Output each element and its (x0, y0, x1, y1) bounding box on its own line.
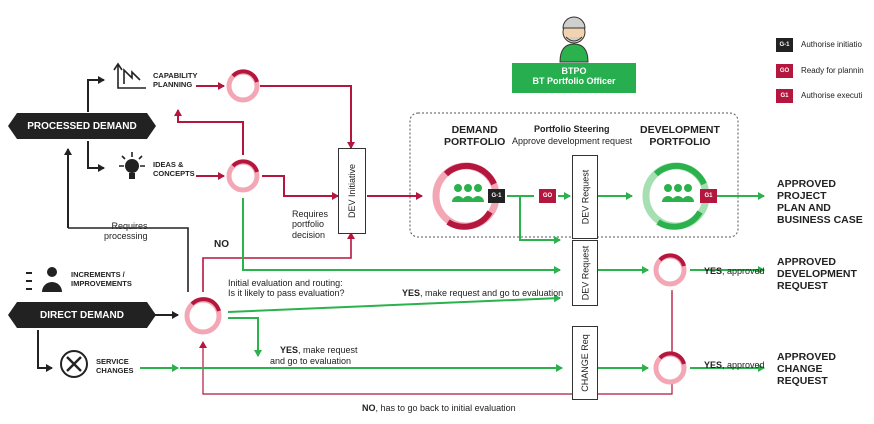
connector-eval-yes-down (228, 317, 262, 357)
processed-demand-pill: PROCESSED DEMAND (8, 113, 156, 139)
connector-go-to-dev-request (519, 196, 561, 244)
approved-dev-request-label: APPROVED DEVELOPMENT REQUEST (777, 256, 857, 293)
lightbulb-icon (119, 152, 145, 179)
change-req-box: CHANGE Req (572, 326, 598, 400)
connector-eval-yes (227, 294, 561, 313)
btpo-subtitle: BT Portfolio Officer (532, 76, 616, 86)
yes-approved-2-bold: YES (704, 360, 723, 371)
gate-go-badge: GO (539, 189, 556, 203)
connector-eval-to-initiative (202, 232, 355, 292)
connector-capability-to-initiative (260, 85, 355, 149)
btpo-avatar (559, 16, 589, 63)
yes-approved-2-rest: , approved (722, 360, 765, 371)
yes-request-rest: , make request and go to evaluation (420, 288, 564, 299)
legend-text-g1: Authorise executi (801, 91, 863, 100)
yes-request-2-bold: YES (280, 345, 299, 356)
legend-text-g-1: Authorise initiatio (801, 40, 862, 49)
connector-ideas-to-initiative (262, 175, 339, 200)
cycle-icon-dev-approval (653, 253, 687, 287)
direct-demand-pill: DIRECT DEMAND (8, 302, 156, 328)
cycle-icon-ideas (226, 159, 260, 193)
legend-badge-go: GO (776, 64, 793, 78)
no-back-bold: NO (362, 403, 376, 414)
yes-request-bold: YES (402, 288, 421, 299)
initial-evaluation-label: Initial evaluation and routing: Is it li… (228, 278, 345, 299)
btpo-title: BTPO (561, 66, 587, 76)
no-back-label: NO, has to go back to initial evaluation (352, 393, 516, 424)
dev-initiative-label: DEV Initiative (347, 163, 357, 219)
increments-label: INCREMENTS / IMPROVEMENTS (71, 270, 132, 288)
yes-approved-1-rest: , approved (722, 266, 765, 277)
legend-badge-g-1: G-1 (776, 38, 793, 52)
direct-demand-label: DIRECT DEMAND (40, 309, 124, 321)
gate-g-1-badge: G-1 (488, 189, 505, 203)
development-portfolio-title: DEVELOPMENT PORTFOLIO (640, 124, 720, 149)
dev-initiative-box: DEV Initiative (338, 148, 366, 234)
dev-request-top-label: DEV Request (580, 169, 590, 225)
no-back-rest: , has to go back to initial evaluation (375, 403, 516, 414)
yes-approved-label-1: YES, approved (694, 256, 765, 287)
change-req-label: CHANGE Req (580, 334, 591, 392)
service-changes-label: SERVICE CHANGES (96, 357, 134, 375)
flow-diagram: PROCESSED DEMAND DIRECT DEMAND CAPABILIT… (8, 16, 864, 413)
yes-approved-label-2: YES, approved (694, 350, 765, 381)
requires-decision-label: Requires portfolio decision (292, 209, 329, 240)
ideas-concepts-label: IDEAS & CONCEPTS (153, 160, 195, 178)
approved-project-label: APPROVED PROJECT PLAN AND BUSINESS CASE (777, 178, 863, 227)
dev-request-box-mid: DEV Request (572, 240, 598, 306)
no-label: NO (214, 239, 229, 250)
development-portfolio-cycle (642, 162, 710, 230)
cycle-icon-capability (226, 69, 260, 103)
cycle-icon-change-approval (653, 351, 687, 385)
btpo-banner: BTPO BT Portfolio Officer (512, 63, 636, 93)
dev-request-box-top: DEV Request (572, 155, 598, 239)
cycle-icon-evaluation (184, 297, 222, 335)
connector-eval-requires-processing (68, 227, 189, 292)
portfolio-steering-title: Portfolio Steering (534, 124, 610, 134)
yes-approved-1-bold: YES (704, 266, 723, 277)
yes-request-2-rest: , make request and go to evaluation (270, 345, 358, 366)
requires-processing-label: Requires processing (104, 221, 148, 242)
connector-processed-to-capability (87, 76, 105, 112)
legend-text-go: Ready for plannin (801, 66, 864, 75)
service-tools-icon (60, 350, 88, 378)
yes-request-label: YES, make request and go to evaluation (392, 278, 563, 309)
yes-request-label-2: YES, make request and go to evaluation (270, 335, 358, 376)
processed-demand-label: PROCESSED DEMAND (27, 120, 137, 132)
gate-g1-badge: G1 (700, 189, 717, 203)
connector-ideas-back-up (174, 109, 244, 155)
demand-portfolio-title: DEMAND PORTFOLIO (444, 124, 506, 149)
connector-direct-to-service (37, 330, 53, 372)
legend-badge-g1: G1 (776, 89, 793, 103)
connector-processed-to-ideas (87, 141, 105, 172)
connector-ideas-to-dev-request (242, 198, 561, 274)
dev-request-mid-label: DEV Request (580, 245, 590, 301)
approved-change-request-label: APPROVED CHANGE REQUEST (777, 351, 836, 388)
capability-planning-icon (113, 62, 146, 89)
approve-dev-request-label: Approve development request (512, 136, 633, 146)
capability-planning-label: CAPABILITY PLANNING (153, 71, 198, 89)
increments-icon (26, 267, 62, 292)
demand-portfolio-cycle (432, 162, 500, 230)
